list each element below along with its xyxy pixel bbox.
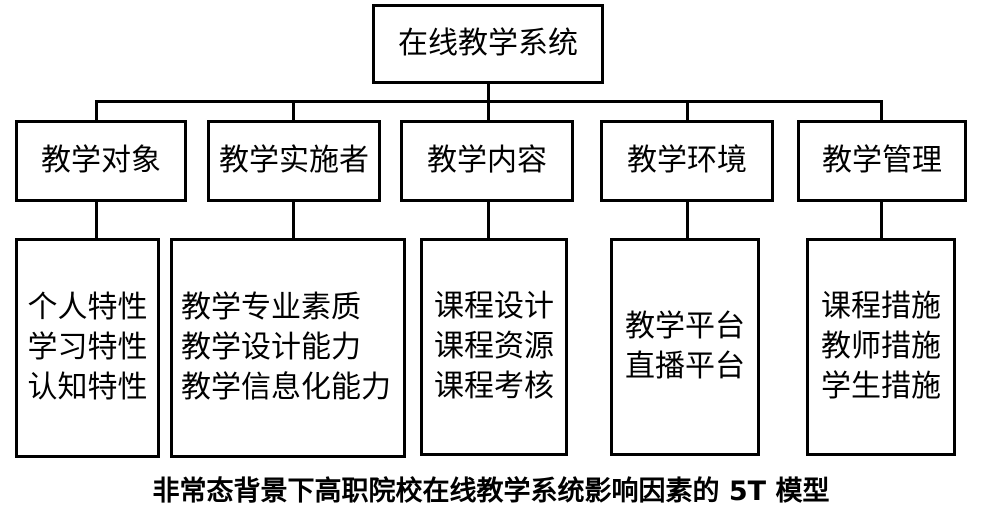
detail-item: 直播平台 <box>625 349 745 384</box>
detail-connector-3 <box>487 202 490 240</box>
detail-item: 课程资源 <box>434 329 554 364</box>
detail-item: 教学设计能力 <box>181 330 361 365</box>
detail-connector-4 <box>686 202 689 240</box>
root-connector <box>487 84 490 102</box>
detail-item: 教学平台 <box>625 309 745 344</box>
category-label: 教学实施者 <box>219 143 369 178</box>
detail-item: 课程考核 <box>434 369 554 404</box>
detail-item: 课程设计 <box>434 289 554 324</box>
detail-item: 个人特性 <box>27 290 148 325</box>
detail-connector-2 <box>292 202 295 240</box>
detail-item: 教师措施 <box>821 329 941 364</box>
root-node: 在线教学系统 <box>372 4 604 84</box>
category-node-3: 教学内容 <box>400 120 574 202</box>
detail-node-2: 教学专业素质 教学设计能力 教学信息化能力 <box>170 238 406 458</box>
category-node-1: 教学对象 <box>15 120 187 202</box>
detail-item: 课程措施 <box>821 289 941 324</box>
detail-item: 学生措施 <box>821 369 941 404</box>
detail-item: 学习特性 <box>27 330 148 365</box>
drop-line-3 <box>487 100 490 122</box>
detail-item: 教学信息化能力 <box>181 370 391 405</box>
category-label: 教学内容 <box>427 143 547 178</box>
detail-connector-5 <box>880 202 883 240</box>
category-label: 教学环境 <box>627 143 747 178</box>
detail-node-1: 个人特性 学习特性 认知特性 <box>15 238 160 458</box>
drop-line-5 <box>880 100 883 122</box>
drop-line-4 <box>686 100 689 122</box>
detail-item: 教学专业素质 <box>181 290 361 325</box>
detail-connector-1 <box>95 202 98 240</box>
detail-item: 认知特性 <box>27 370 148 405</box>
root-label: 在线教学系统 <box>398 26 578 61</box>
category-label: 教学管理 <box>822 143 942 178</box>
detail-node-5: 课程措施 教师措施 学生措施 <box>806 238 956 456</box>
category-node-2: 教学实施者 <box>207 120 381 202</box>
detail-node-4: 教学平台 直播平台 <box>610 238 760 456</box>
drop-line-2 <box>292 100 295 122</box>
category-node-5: 教学管理 <box>797 120 967 202</box>
category-label: 教学对象 <box>41 143 161 178</box>
detail-node-3: 课程设计 课程资源 课程考核 <box>420 238 568 456</box>
category-node-4: 教学环境 <box>600 120 774 202</box>
drop-line-1 <box>95 100 98 122</box>
figure-caption: 非常态背景下高职院校在线教学系统影响因素的 5T 模型 <box>152 476 830 507</box>
